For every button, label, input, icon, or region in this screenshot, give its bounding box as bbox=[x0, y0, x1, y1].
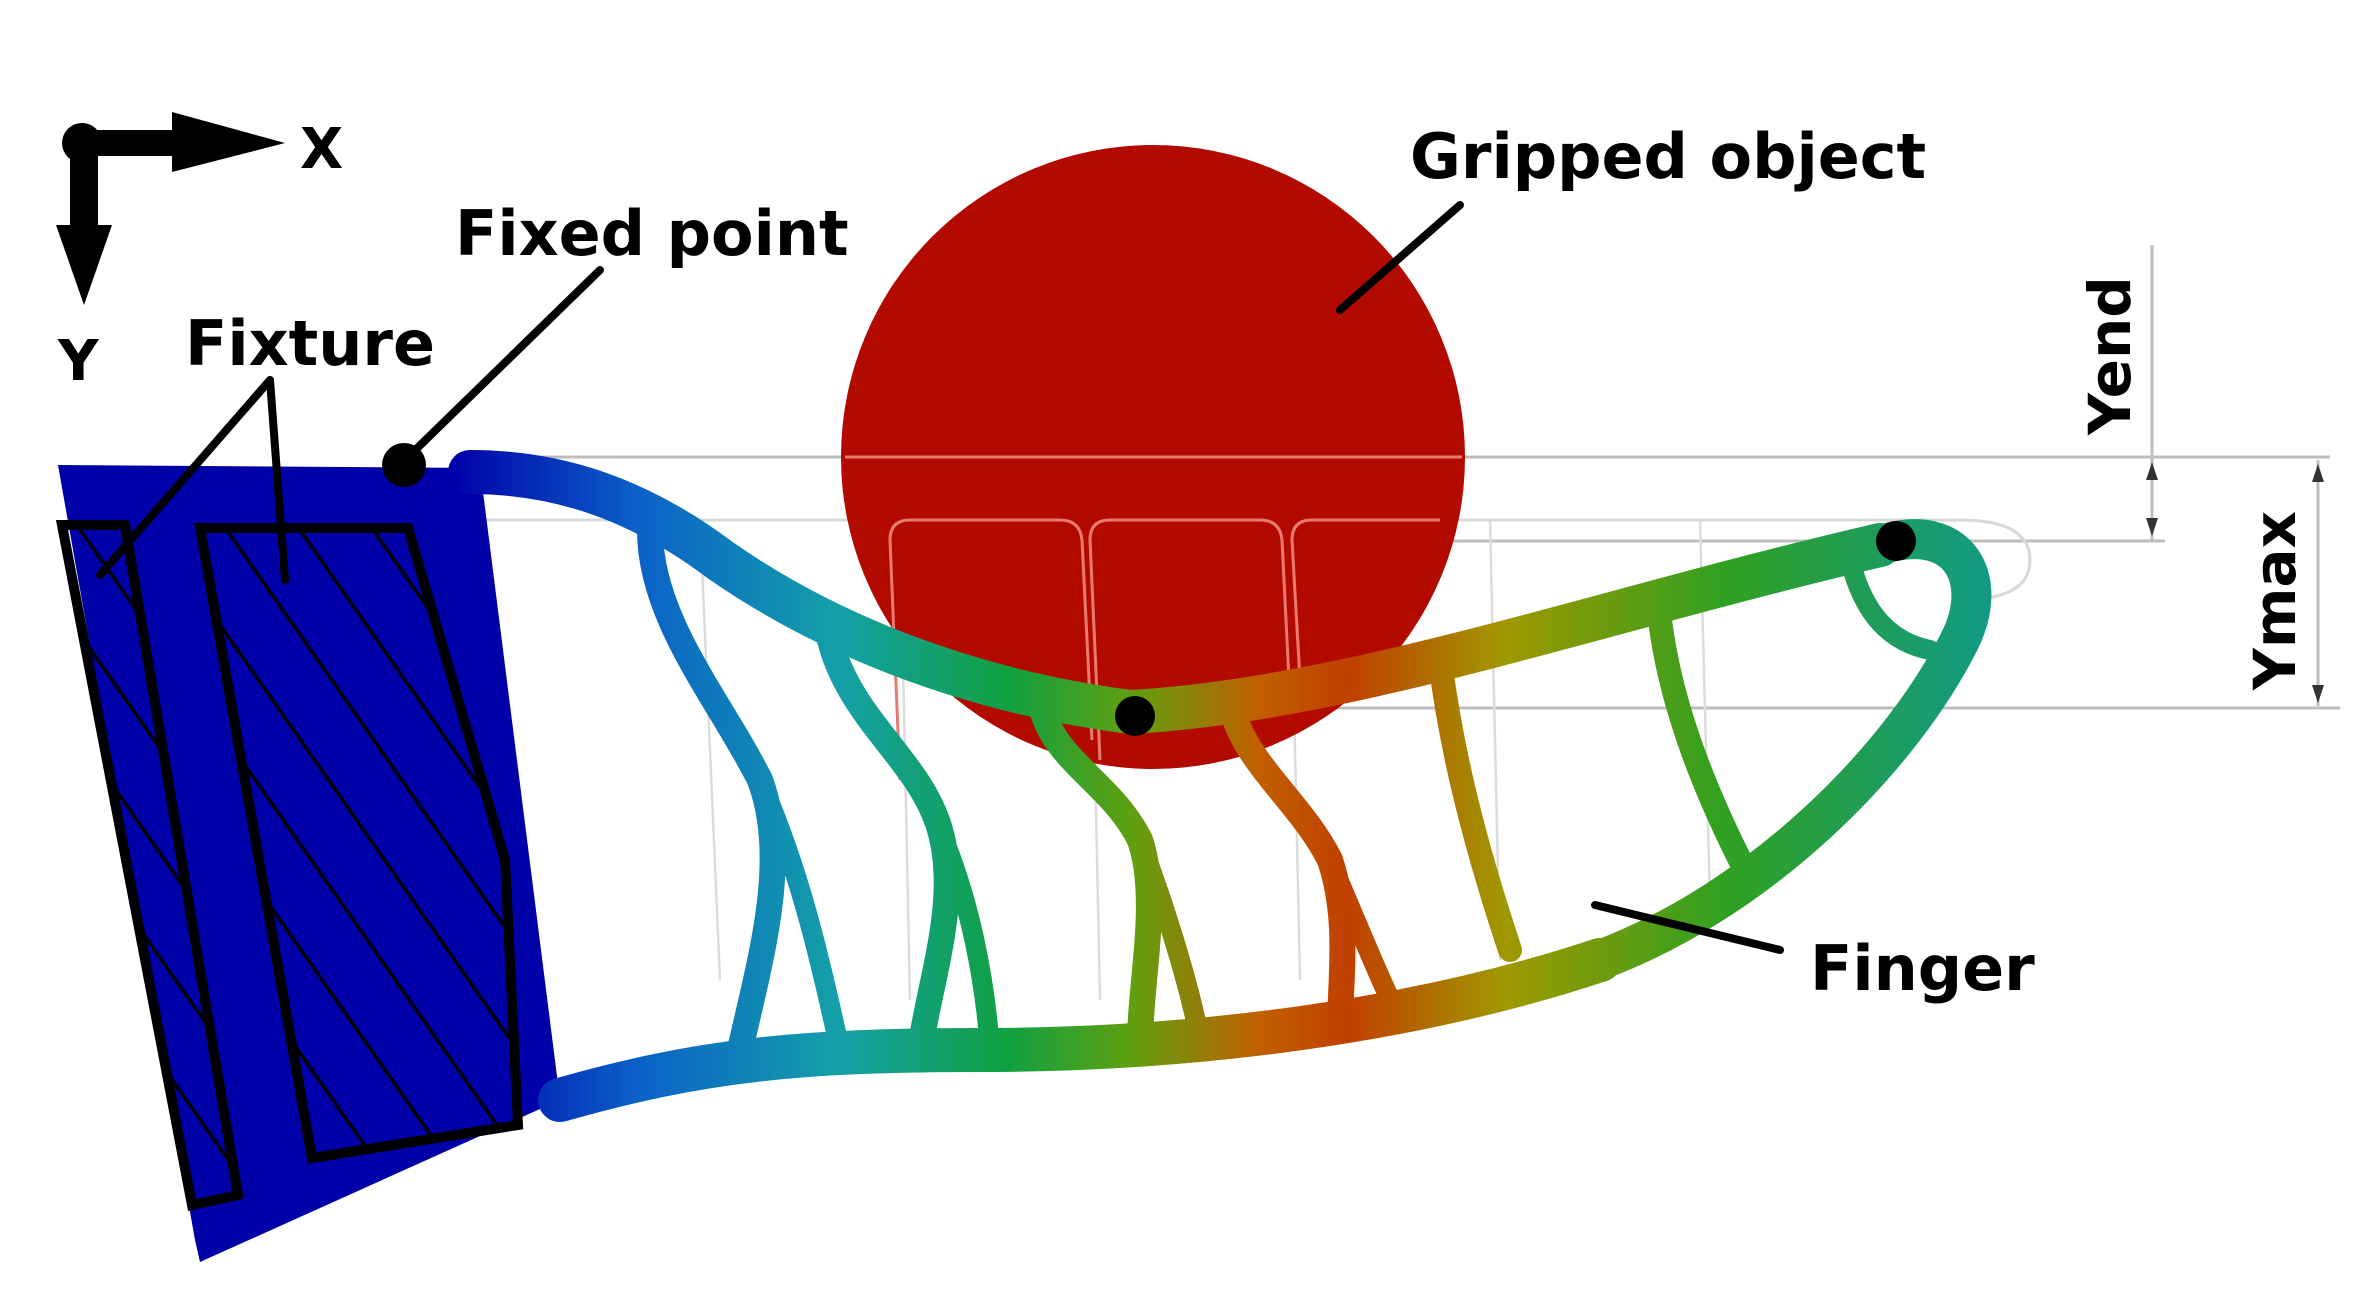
fixture-blocks bbox=[55, 520, 524, 1211]
ymax-label: Ymax bbox=[2241, 511, 2309, 691]
finger-label: Finger bbox=[1810, 932, 2035, 1005]
fixed-point-label: Fixed point bbox=[455, 197, 849, 270]
gripped-object bbox=[841, 145, 1465, 781]
leader-lines bbox=[96, 201, 1784, 954]
fixture-block-right bbox=[194, 523, 524, 1164]
fixed-point-dot bbox=[382, 443, 426, 487]
y-axis-label: Y bbox=[57, 329, 100, 394]
contact-point-dot bbox=[1115, 696, 1155, 736]
dimension-arrows bbox=[2146, 462, 2324, 703]
finger-tip-dot bbox=[1876, 521, 1916, 561]
finger bbox=[448, 450, 1992, 1122]
fixture-label: Fixture bbox=[185, 307, 435, 380]
axes-icon bbox=[56, 112, 285, 305]
x-axis-label: X bbox=[300, 117, 343, 182]
yend-label: Yend bbox=[2076, 276, 2144, 436]
gripped-object-label: Gripped object bbox=[1410, 120, 1926, 193]
fixture-block-left bbox=[55, 520, 244, 1211]
